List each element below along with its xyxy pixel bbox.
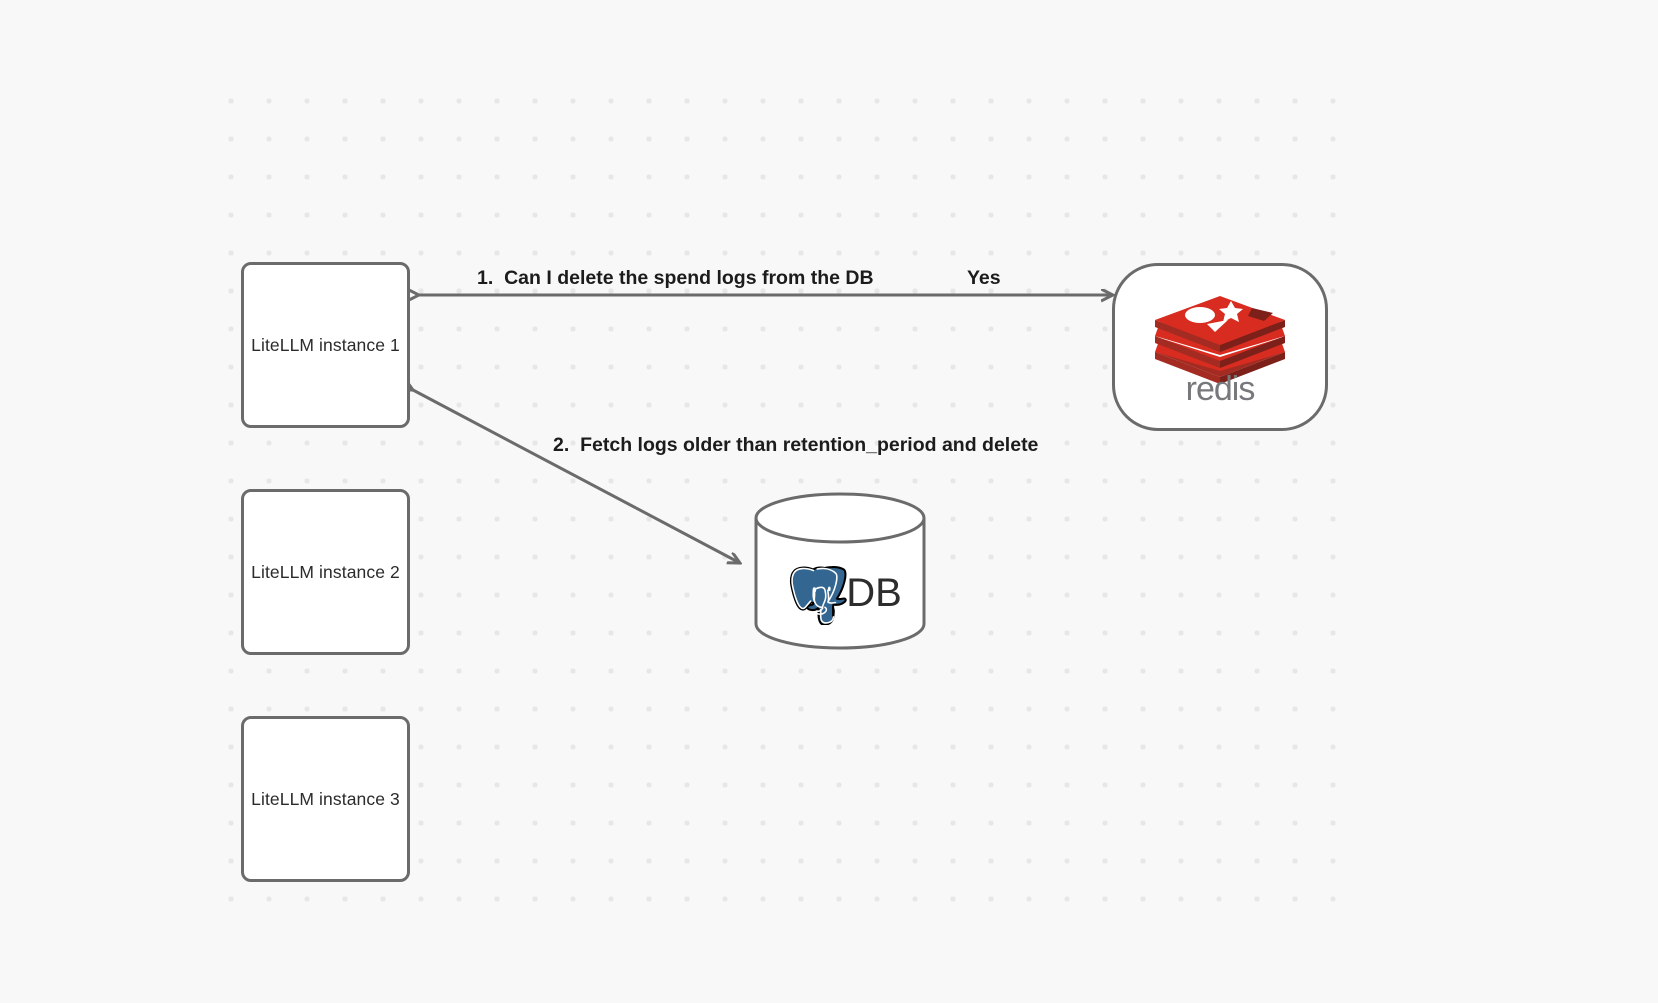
node-label-instance-3: LiteLLM instance 3 [251, 788, 400, 809]
edge-label-yes: Yes [967, 267, 1001, 289]
edge-label-1: 1. Can I delete the spend logs from the … [477, 267, 874, 289]
node-litellm-instance-2[interactable]: LiteLLM instance 2 [241, 489, 410, 655]
svg-text:redis: redis [1186, 370, 1255, 406]
node-redis[interactable]: redis [1112, 263, 1328, 431]
edge-label-2: 2. Fetch logs older than retention_perio… [553, 434, 1039, 456]
node-litellm-instance-1[interactable]: LiteLLM instance 1 [241, 262, 410, 428]
database-logo-group: DB [753, 548, 927, 638]
redis-logo-icon: redis [1155, 296, 1285, 406]
node-label-instance-1: LiteLLM instance 1 [251, 334, 400, 355]
postgresql-elephant-icon [790, 566, 847, 625]
node-database[interactable]: DB [753, 492, 927, 650]
database-label: DB [846, 571, 902, 615]
node-litellm-instance-3[interactable]: LiteLLM instance 3 [241, 716, 410, 882]
node-label-instance-2: LiteLLM instance 2 [251, 561, 400, 582]
edge-instance1-database [413, 390, 740, 563]
